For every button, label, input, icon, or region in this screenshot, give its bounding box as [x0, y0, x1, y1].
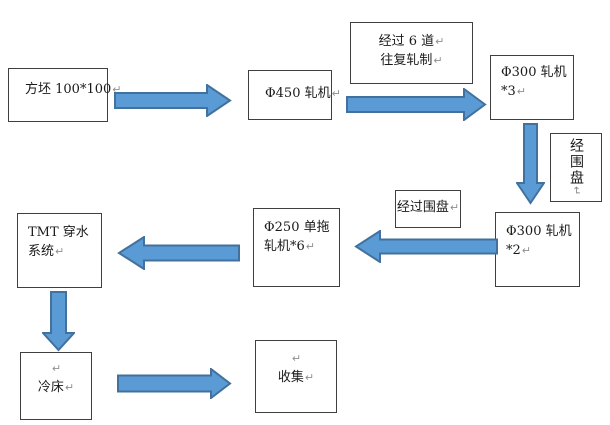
flow-note-loop-disc[interactable]: 经过围盘↵	[395, 190, 461, 228]
box-line: 系统↵	[28, 242, 101, 261]
paragraph-mark: ↵	[51, 362, 62, 375]
paragraph-mark: ↵	[435, 35, 445, 48]
box-line: Φ450 轧机↵	[257, 84, 341, 103]
paragraph-mark: ↵	[331, 87, 341, 100]
box-line: 经过围盘↵	[396, 198, 460, 217]
flow-box-billet[interactable]: 方坯 100*100↵	[8, 68, 121, 122]
box-text: *3	[501, 84, 516, 99]
box-text: 系统	[28, 244, 55, 259]
arrow-right-icon[interactable]	[117, 368, 232, 399]
paragraph-mark: ↵	[64, 381, 75, 394]
paragraph-mark: ↵	[516, 85, 526, 98]
paragraph-mark: ↵	[449, 201, 460, 214]
box-line: 经过 6 道↵	[351, 32, 472, 51]
arrow-left-icon[interactable]	[354, 230, 498, 263]
arrow-right-icon[interactable]	[346, 88, 487, 121]
box-text: 往复轧制	[380, 53, 433, 68]
box-line: 经围盘↵	[568, 137, 584, 198]
box-text: Φ450 轧机	[265, 86, 331, 101]
arrow-left-icon[interactable]	[117, 236, 240, 270]
box-line: 往复轧制↵	[351, 51, 472, 70]
paragraph-mark: ↵	[521, 244, 531, 257]
box-text: *2	[506, 243, 521, 258]
flow-box-collect[interactable]: ↵ 收集↵	[255, 340, 337, 413]
paragraph-mark: ↵	[433, 54, 443, 67]
box-line: *2↵	[506, 241, 579, 260]
box-text: 经过 6 道	[378, 34, 435, 49]
box-text: 收集	[277, 370, 304, 385]
arrow-down-icon[interactable]	[42, 291, 75, 352]
flow-box-mill-300-x3[interactable]: Φ300 轧机 *3↵	[490, 55, 574, 120]
flow-box-cooling-bed[interactable]: ↵ 冷床↵	[20, 352, 92, 420]
flow-box-mill-450[interactable]: Φ450 轧机↵	[248, 70, 341, 120]
paragraph-mark: ↵	[55, 245, 65, 258]
box-line: *3↵	[501, 82, 573, 101]
flow-box-mill-300-x2[interactable]: Φ300 轧机 *2↵	[495, 212, 580, 287]
box-line: 轧机*6↵	[264, 237, 339, 256]
box-empty-line: ↵	[256, 349, 336, 368]
box-text: 经过围盘	[396, 200, 449, 215]
flow-box-tmt-quenching[interactable]: TMT 穿水 系统↵	[17, 213, 102, 288]
box-line: Φ250 单拖	[264, 218, 339, 237]
box-line: Φ300 轧机	[506, 222, 579, 241]
box-text: 冷床	[37, 380, 64, 395]
paragraph-mark: ↵	[305, 240, 315, 253]
box-empty-line: ↵	[21, 359, 91, 378]
paragraph-mark: ↵	[304, 371, 315, 384]
box-text: 经围盘	[568, 137, 584, 186]
box-text: 方坯 100*100	[25, 82, 112, 97]
box-line: TMT 穿水	[28, 223, 101, 242]
paragraph-mark: ↵	[570, 185, 583, 198]
box-line: 方坯 100*100↵	[17, 80, 121, 99]
box-text: Φ300 轧机	[501, 65, 567, 80]
paragraph-mark: ↵	[291, 352, 302, 365]
arrow-right-icon[interactable]	[114, 84, 232, 117]
box-line: 冷床↵	[21, 378, 91, 397]
box-text: 轧机*6	[264, 239, 305, 254]
flow-note-six-passes[interactable]: 经过 6 道↵ 往复轧制↵	[350, 22, 473, 84]
flow-box-mill-250[interactable]: Φ250 单拖 轧机*6↵	[253, 208, 340, 287]
box-text: TMT 穿水	[28, 225, 89, 240]
box-text: Φ300 轧机	[506, 224, 572, 239]
box-text: Φ250 单拖	[264, 220, 330, 235]
flow-note-loop-disc-vertical[interactable]: 经围盘↵	[550, 133, 602, 202]
arrow-down-icon[interactable]	[516, 123, 545, 205]
box-line: Φ300 轧机	[501, 63, 573, 82]
box-line: 收集↵	[256, 368, 336, 387]
paragraph-mark: ↵	[112, 83, 122, 96]
